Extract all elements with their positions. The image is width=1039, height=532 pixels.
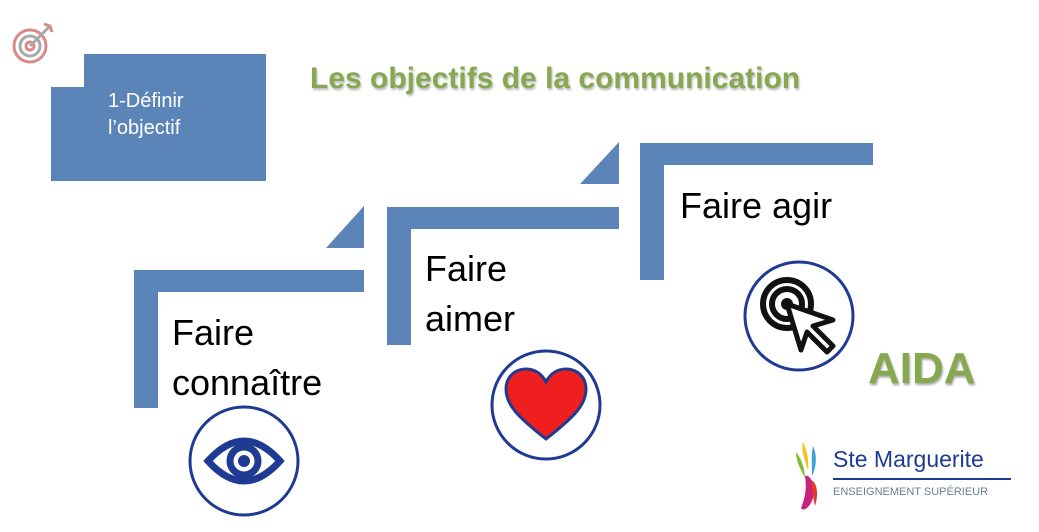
step1-vertical-bar <box>134 270 158 408</box>
step1-text: Faire connaître <box>172 308 372 408</box>
step3-horizontal-bar <box>640 143 873 165</box>
step1-arrow-corner <box>326 206 364 248</box>
step2-text: Faire aimer <box>425 244 625 344</box>
step-label-line1: 1-Définir <box>108 90 184 112</box>
ste-marguerite-logo: Ste Marguerite ENSEIGNEMENT SUPÉRIEUR <box>793 436 1019 516</box>
slide-title: Les objectifs de la communication <box>310 62 801 95</box>
step2-horizontal-bar <box>387 207 619 229</box>
heart-icon <box>490 349 602 461</box>
step1-line1: Faire <box>172 312 255 353</box>
step1-line2: connaître <box>172 362 323 403</box>
logo-mark-icon <box>796 442 818 510</box>
step1-horizontal-bar <box>134 270 364 292</box>
aida-text: AIDA <box>868 344 976 393</box>
logo-name: Ste Marguerite <box>833 446 984 472</box>
click-cursor-icon <box>743 260 855 372</box>
step-label-line2: l’objectif <box>108 117 181 139</box>
step-box <box>51 54 266 181</box>
staircase-shapes <box>134 142 873 408</box>
eye-icon <box>188 405 300 517</box>
step2-arrow-corner <box>580 142 619 184</box>
step3-vertical-bar <box>640 143 664 280</box>
target-icon <box>12 22 54 64</box>
step2-vertical-bar <box>387 207 411 345</box>
step2-line1: Faire <box>425 248 508 289</box>
step2-line2: aimer <box>425 298 516 339</box>
logo-tagline: ENSEIGNEMENT SUPÉRIEUR <box>833 486 989 498</box>
step-label: 1-Définir l’objectif <box>108 88 218 142</box>
step3-text: Faire agir <box>680 185 833 226</box>
logo-divider <box>833 478 1011 480</box>
